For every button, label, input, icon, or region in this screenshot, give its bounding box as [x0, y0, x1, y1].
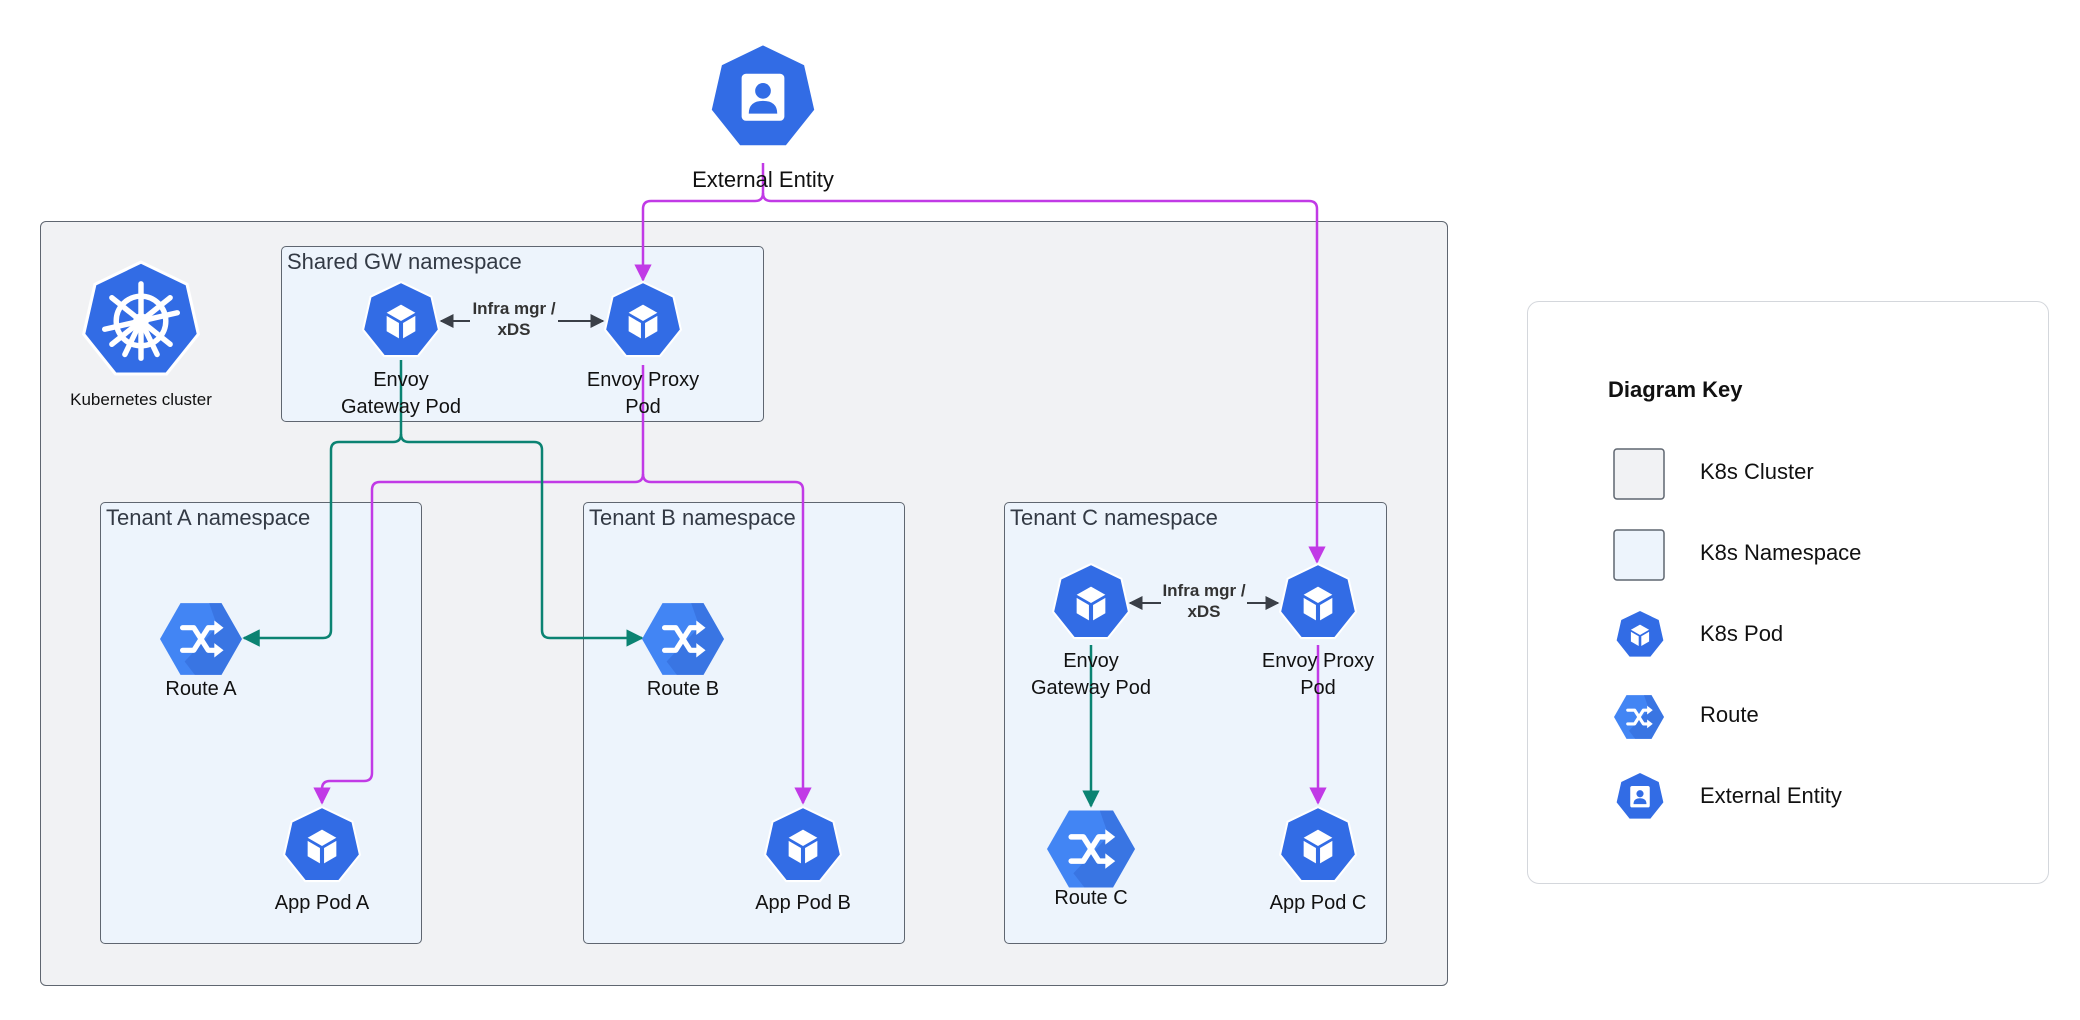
shared-gw-namespace-title: Shared GW namespace — [287, 249, 522, 274]
kubernetes-cluster-label: Kubernetes cluster — [70, 390, 212, 409]
shared-proxy-pod-label: Envoy Proxy Pod — [563, 367, 723, 421]
tenant-c-gateway-pod-label-line2: Gateway Pod — [1030, 677, 1152, 699]
shared-proxy-pod-label-line1: Envoy Proxy — [586, 369, 700, 391]
shared-gateway-pod-label-line2: Gateway Pod — [340, 396, 462, 418]
gateway-control-lines — [242, 360, 1100, 808]
legend-item-cluster-label: K8s Cluster — [1700, 459, 1814, 484]
tenant-c-xds-link-label-line1: Infra mgr / — [1162, 581, 1246, 600]
legend-item-route-label: Route — [1700, 702, 1759, 727]
tenant-c-gateway-pod-label-line1: Envoy — [1063, 650, 1119, 672]
tenant-c-xds-link-label-line2: xDS — [1187, 602, 1221, 621]
tenant-c-gateway-pod-label: Envoy Gateway Pod — [1011, 648, 1171, 702]
tenant-c-namespace-title: Tenant C namespace — [1010, 505, 1218, 530]
route-a-icon — [160, 603, 242, 675]
tenant-a-namespace-title: Tenant A namespace — [106, 505, 311, 530]
tenant-c-proxy-pod-label-line2: Pod — [1300, 677, 1336, 699]
app-pod-c-icon — [1279, 806, 1357, 883]
route-a-label: Route A — [165, 678, 237, 700]
shared-gateway-pod-icon — [362, 281, 440, 358]
shared-gw-namespace-box — [281, 246, 764, 422]
tenant-c-proxy-pod-label: Envoy Proxy Pod — [1238, 648, 1398, 702]
legend-item-namespace-label: K8s Namespace — [1700, 540, 1862, 565]
external-traffic-lines — [313, 163, 1327, 805]
legend-route-icon — [1614, 693, 1664, 741]
route-b-label: Route B — [646, 678, 720, 700]
tenant-c-proxy-pod-label-line1: Envoy Proxy — [1261, 650, 1375, 672]
legend-namespace-swatch — [1613, 529, 1665, 581]
app-pod-a-icon — [283, 806, 361, 883]
proxy-to-app-pod-b-arrow — [641, 473, 812, 805]
tenant-c-gateway-pod-icon — [1052, 563, 1130, 640]
shared-gateway-pod-label: Envoy Gateway Pod — [321, 367, 481, 421]
legend-external-entity-icon — [1615, 771, 1665, 820]
diagram-key-title: Diagram Key — [1608, 377, 1743, 402]
shared-xds-link-label-line1: Infra mgr / — [472, 299, 556, 318]
tenant-b-namespace-title: Tenant B namespace — [589, 505, 796, 530]
external-to-tenant-c-proxy-arrow — [761, 192, 1326, 564]
xds-links — [439, 314, 1280, 610]
legend-item-pod-label: K8s Pod — [1700, 621, 1784, 646]
proxy-to-app-pod-a-arrow — [313, 365, 645, 805]
route-b-icon — [642, 603, 724, 675]
tenant-b-namespace-box — [583, 502, 905, 944]
shared-proxy-pod-icon — [604, 281, 682, 358]
external-entity-icon — [708, 42, 818, 149]
external-entity-label: External Entity — [692, 167, 834, 192]
app-pod-a-label: App Pod A — [274, 892, 370, 914]
diagram-key-panel — [1527, 301, 2049, 884]
tenant-a-namespace-box — [100, 502, 422, 944]
app-pod-b-icon — [764, 806, 842, 883]
app-pod-c-label: App Pod C — [1269, 892, 1367, 914]
app-pod-b-label: App Pod B — [755, 892, 851, 914]
route-c-icon — [1047, 811, 1135, 888]
route-c-label: Route C — [1054, 887, 1128, 909]
tenant-c-proxy-pod-icon — [1279, 563, 1357, 640]
legend-item-external-entity-label: External Entity — [1700, 783, 1842, 808]
shared-gateway-pod-label-line1: Envoy — [373, 369, 429, 391]
shared-proxy-pod-label-line2: Pod — [625, 396, 661, 418]
tenant-c-xds-link-label: Infra mgr / xDS — [1144, 580, 1264, 622]
gateway-to-route-b-arrow — [399, 433, 644, 647]
kubernetes-cluster-icon — [84, 262, 199, 374]
legend-pod-icon — [1615, 609, 1665, 658]
shared-xds-link-label-line2: xDS — [497, 320, 531, 339]
legend-cluster-swatch — [1613, 448, 1665, 500]
shared-xds-link-label: Infra mgr / xDS — [454, 298, 574, 340]
gateway-to-route-a-arrow — [242, 360, 403, 647]
